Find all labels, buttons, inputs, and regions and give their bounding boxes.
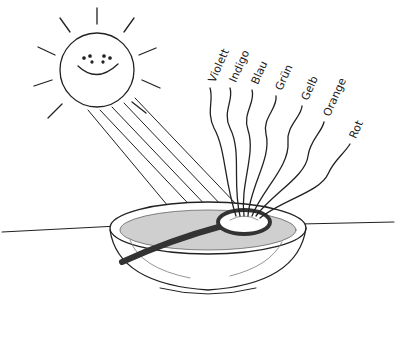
color-label: Grün bbox=[273, 62, 297, 92]
color-label: Blau bbox=[249, 59, 272, 87]
color-label: Rot bbox=[347, 119, 367, 141]
color-label: Gelb bbox=[299, 74, 322, 103]
color-label: Orange bbox=[321, 76, 350, 119]
